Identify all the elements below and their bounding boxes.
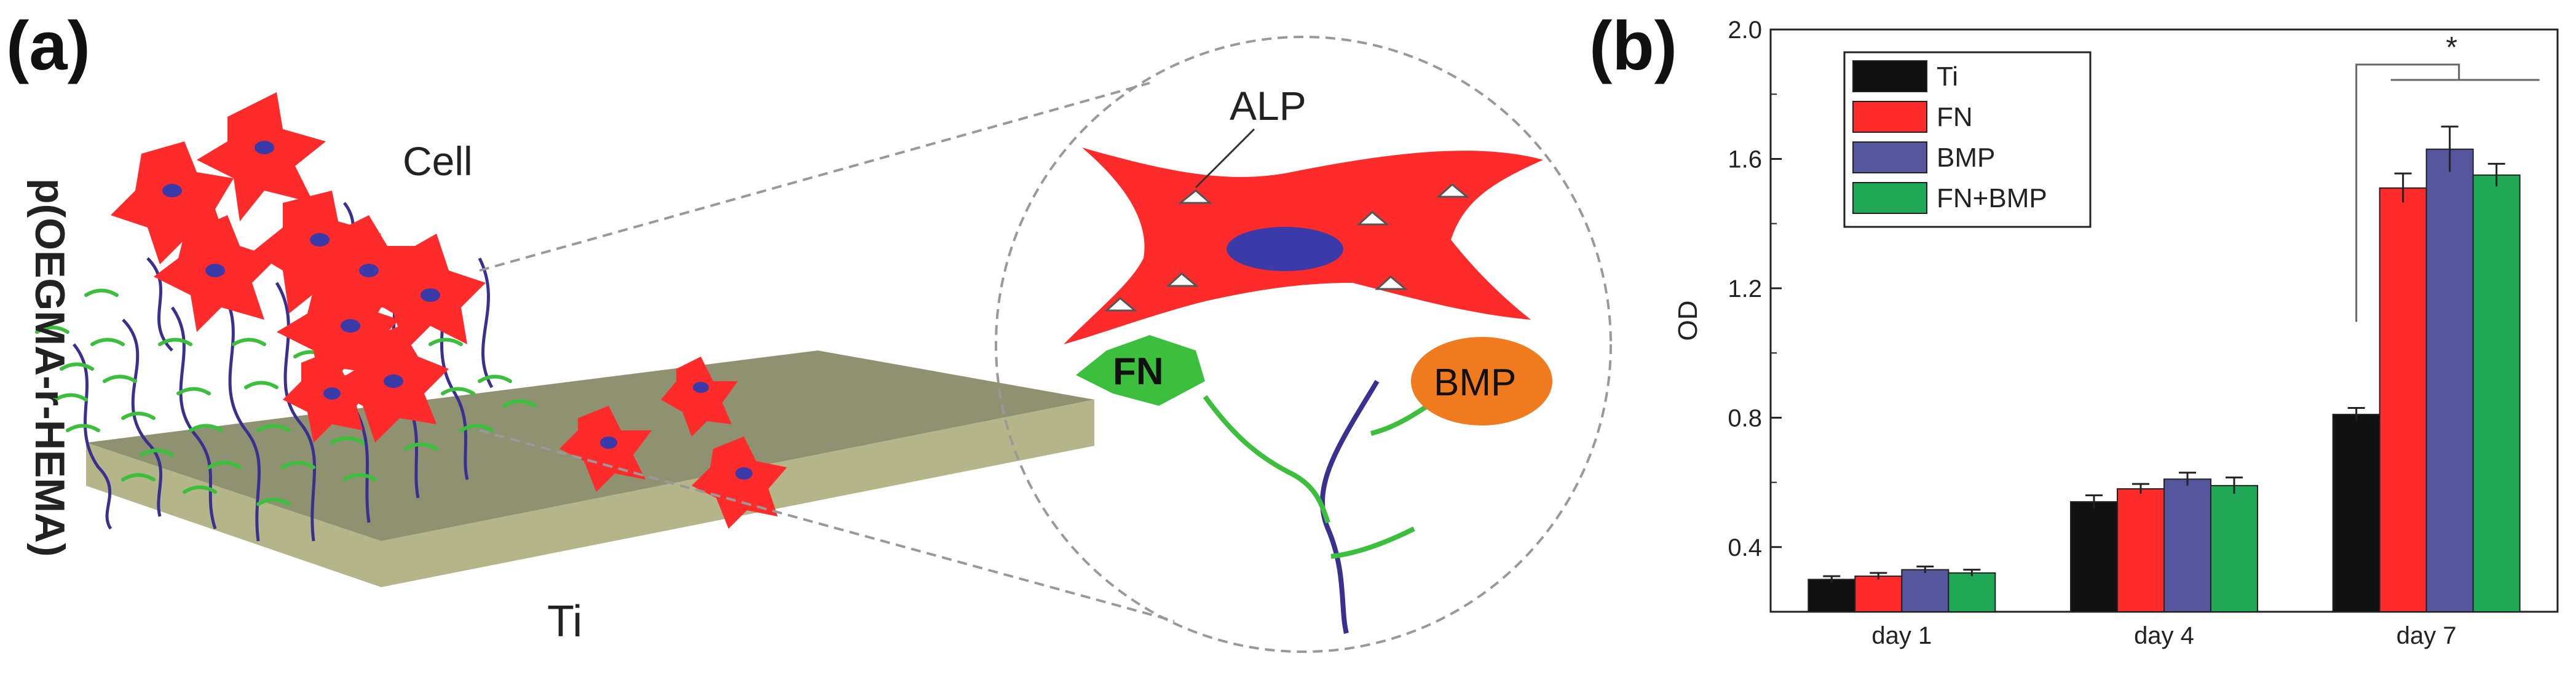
y-axis-label: OD	[1673, 301, 1703, 341]
legend-label: FN	[1937, 102, 1973, 132]
y-tick-label: 1.6	[1728, 146, 1762, 173]
significance-star: *	[2446, 31, 2457, 64]
cell-label: Cell	[403, 138, 473, 184]
legend-swatch	[1852, 182, 1927, 214]
x-tick-label: day 4	[2134, 622, 2194, 649]
y-tick-label: 0.8	[1728, 405, 1762, 432]
y-tick-label: 1.2	[1728, 275, 1762, 302]
panel-b-label: (b)	[1589, 7, 1678, 84]
zoomed-nucleus	[1227, 227, 1343, 271]
zoom-chain-lower-arm	[1330, 526, 1415, 559]
fn-hexagon	[1076, 335, 1205, 406]
zoom-circle	[995, 36, 1612, 653]
bar-fn-bmp	[2472, 174, 2521, 612]
bar-bmp	[1901, 569, 1950, 612]
cell-nuclei	[162, 141, 753, 480]
zoom-chain-main	[1320, 379, 1380, 634]
bmp-ellipse	[1411, 337, 1552, 425]
bar-ti	[2332, 414, 2380, 612]
fn-label: FN	[1113, 350, 1164, 393]
y-tick-label: 0.4	[1728, 534, 1762, 561]
panel-a-label: (a)	[6, 7, 90, 84]
alp-pointer	[1195, 128, 1255, 189]
legend-label: Ti	[1937, 61, 1958, 92]
bar-ti	[2070, 501, 2118, 612]
alp-label: ALP	[1230, 83, 1306, 129]
polymer-label: p(OEGMA-r-HEMA)	[26, 178, 73, 557]
legend-label: BMP	[1937, 143, 1995, 173]
zoom-line-bottom	[479, 429, 1175, 622]
bar-bmp	[2163, 478, 2211, 612]
legend-swatch	[1852, 141, 1927, 173]
legend-swatch	[1852, 101, 1927, 133]
bar-fn-bmp	[1948, 572, 1996, 612]
x-tick-label: day 1	[1871, 622, 1932, 649]
bar-bmp	[2425, 148, 2474, 612]
bar-fn	[2379, 187, 2427, 612]
bar-ti	[1808, 579, 1856, 613]
bar-fn	[1854, 575, 1903, 613]
bar-fn-bmp	[2210, 484, 2258, 612]
y-tick-label: 2.0	[1728, 17, 1762, 44]
legend-swatch	[1852, 60, 1927, 92]
panel-a-schematic: Cell p(OEGMA-r-HEMA) Ti ALP FN BMP	[26, 36, 1612, 653]
legend-label: FN+BMP	[1937, 183, 2047, 213]
bmp-label: BMP	[1434, 362, 1516, 404]
alp-markers	[1104, 183, 1470, 312]
bar-fn	[2117, 488, 2165, 612]
significance-bracket	[2355, 63, 2460, 322]
substrate-label: Ti	[547, 597, 582, 646]
polymer-side-chains	[35, 288, 537, 506]
zoom-line-top	[479, 82, 1150, 272]
x-tick-label: day 7	[2396, 622, 2457, 649]
zoom-chain-fn-arm	[1203, 395, 1330, 524]
